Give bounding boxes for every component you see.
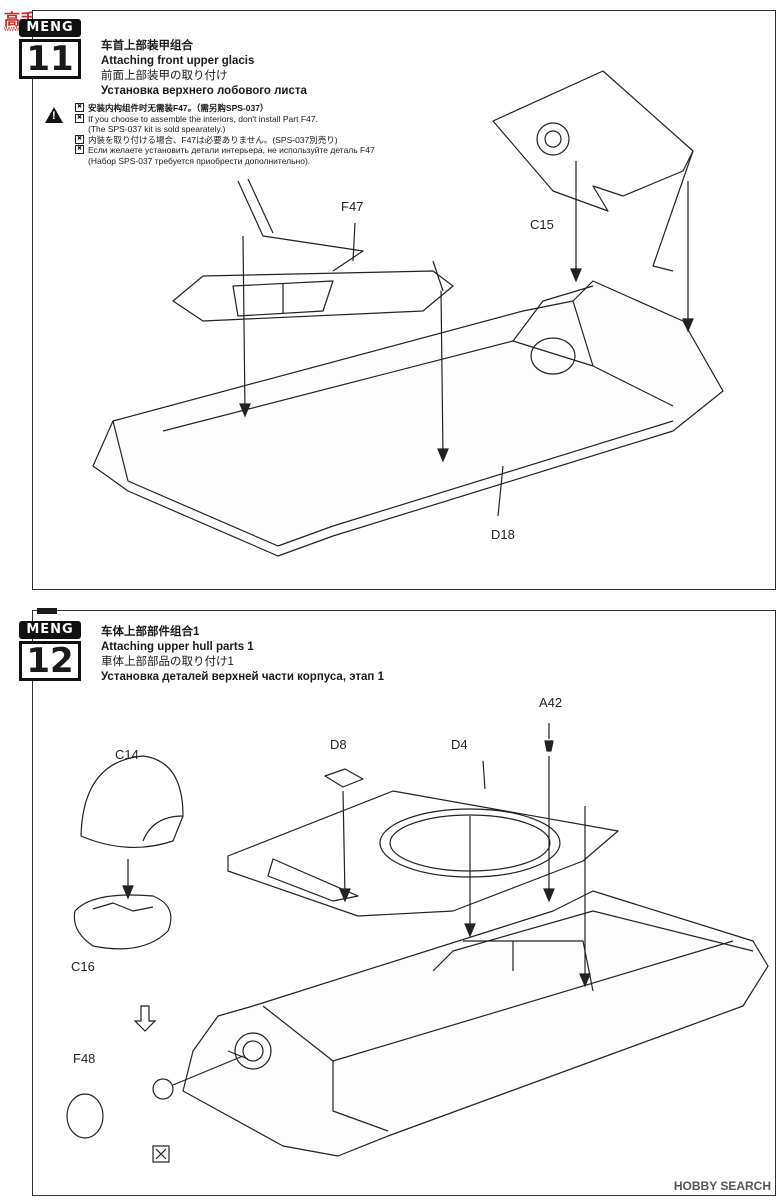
- part-label-c14: C14: [115, 747, 139, 762]
- title-cn: 车体上部部件组合1: [101, 626, 200, 638]
- cross-box-icon: [75, 134, 84, 144]
- note-text: 安装内构组件时无需装F47。（需另购SPS-037）: [88, 103, 269, 113]
- step-badge: MENG 12: [19, 621, 81, 681]
- title-ru: Установка деталей верхней части корпуса,…: [101, 671, 384, 683]
- note-row: 内装を取り付ける場合、F47は必要ありません。(SPS-037別売り): [75, 134, 375, 146]
- part-label-d4: D4: [451, 737, 468, 752]
- part-label-c16: C16: [71, 959, 95, 974]
- title-en: Attaching upper hull parts 1: [101, 641, 254, 653]
- note-row: (The SPS-037 kit is sold spearately.): [75, 124, 375, 135]
- cross-box-icon: [75, 145, 84, 154]
- part-label-c15: C15: [530, 217, 554, 232]
- cross-box-icon: [75, 113, 84, 123]
- step-badge: MENG 11: [19, 19, 81, 79]
- hobby-search-watermark: HOBBY SEARCH: [673, 1179, 771, 1193]
- cross-box-icon: [75, 103, 84, 112]
- title-jp: 車体上部部品の取り付け1: [101, 656, 234, 668]
- title-cn: 车首上部装甲组合: [101, 40, 193, 52]
- brand-logo: MENG: [19, 19, 81, 37]
- step-11-panel: MENG 11 车首上部装甲组合 Attaching front upper g…: [19, 10, 776, 590]
- step-number: 11: [19, 39, 81, 79]
- title-jp: 前面上部装甲の取り付け: [101, 70, 228, 82]
- note-row: (Набор SPS-037 требуется приобрести допо…: [75, 156, 375, 167]
- part-label-f47: F47: [341, 199, 364, 214]
- title-ru: Установка верхнего лобового листа: [101, 85, 307, 97]
- step-titles: 车体上部部件组合1 Attaching upper hull parts 1 車…: [101, 625, 384, 685]
- note-text: (The SPS-037 kit is sold spearately.): [88, 124, 226, 134]
- step-12-diagram: [66, 723, 769, 1163]
- tank-icon: ▬: [37, 597, 57, 619]
- part-label-d8: D8: [330, 737, 347, 752]
- assembly-notes: 安装内构组件时无需装F47。（需另购SPS-037） If you choose…: [75, 103, 375, 166]
- title-en: Attaching front upper glacis: [101, 55, 255, 67]
- note-row: If you choose to assemble the interiors,…: [75, 113, 375, 125]
- step-12-panel: ▬ MENG 12 车体上部部件组合1 Attaching upper hull…: [19, 597, 776, 1196]
- brand-logo: MENG: [19, 621, 81, 639]
- note-text: (Набор SPS-037 требуется приобрести допо…: [88, 155, 311, 166]
- step-number: 12: [19, 641, 81, 681]
- note-row: 安装内构组件时无需装F47。（需另购SPS-037）: [75, 103, 375, 114]
- note-text: 内装を取り付ける場合、F47は必要ありません。(SPS-037別売り): [88, 134, 338, 145]
- step-11-diagram: [92, 70, 724, 557]
- part-label-a42: A42: [539, 695, 563, 710]
- note-text: If you choose to assemble the interiors,…: [88, 113, 318, 124]
- warning-icon: [45, 107, 63, 123]
- part-label-f48: F48: [73, 1051, 96, 1066]
- note-row: Если желаете установить детали интерьера…: [75, 145, 375, 156]
- note-text: Если желаете установить детали интерьера…: [88, 145, 375, 155]
- step-titles: 车首上部装甲组合 Attaching front upper glacis 前面…: [101, 39, 307, 99]
- part-label-d18: D18: [491, 527, 515, 542]
